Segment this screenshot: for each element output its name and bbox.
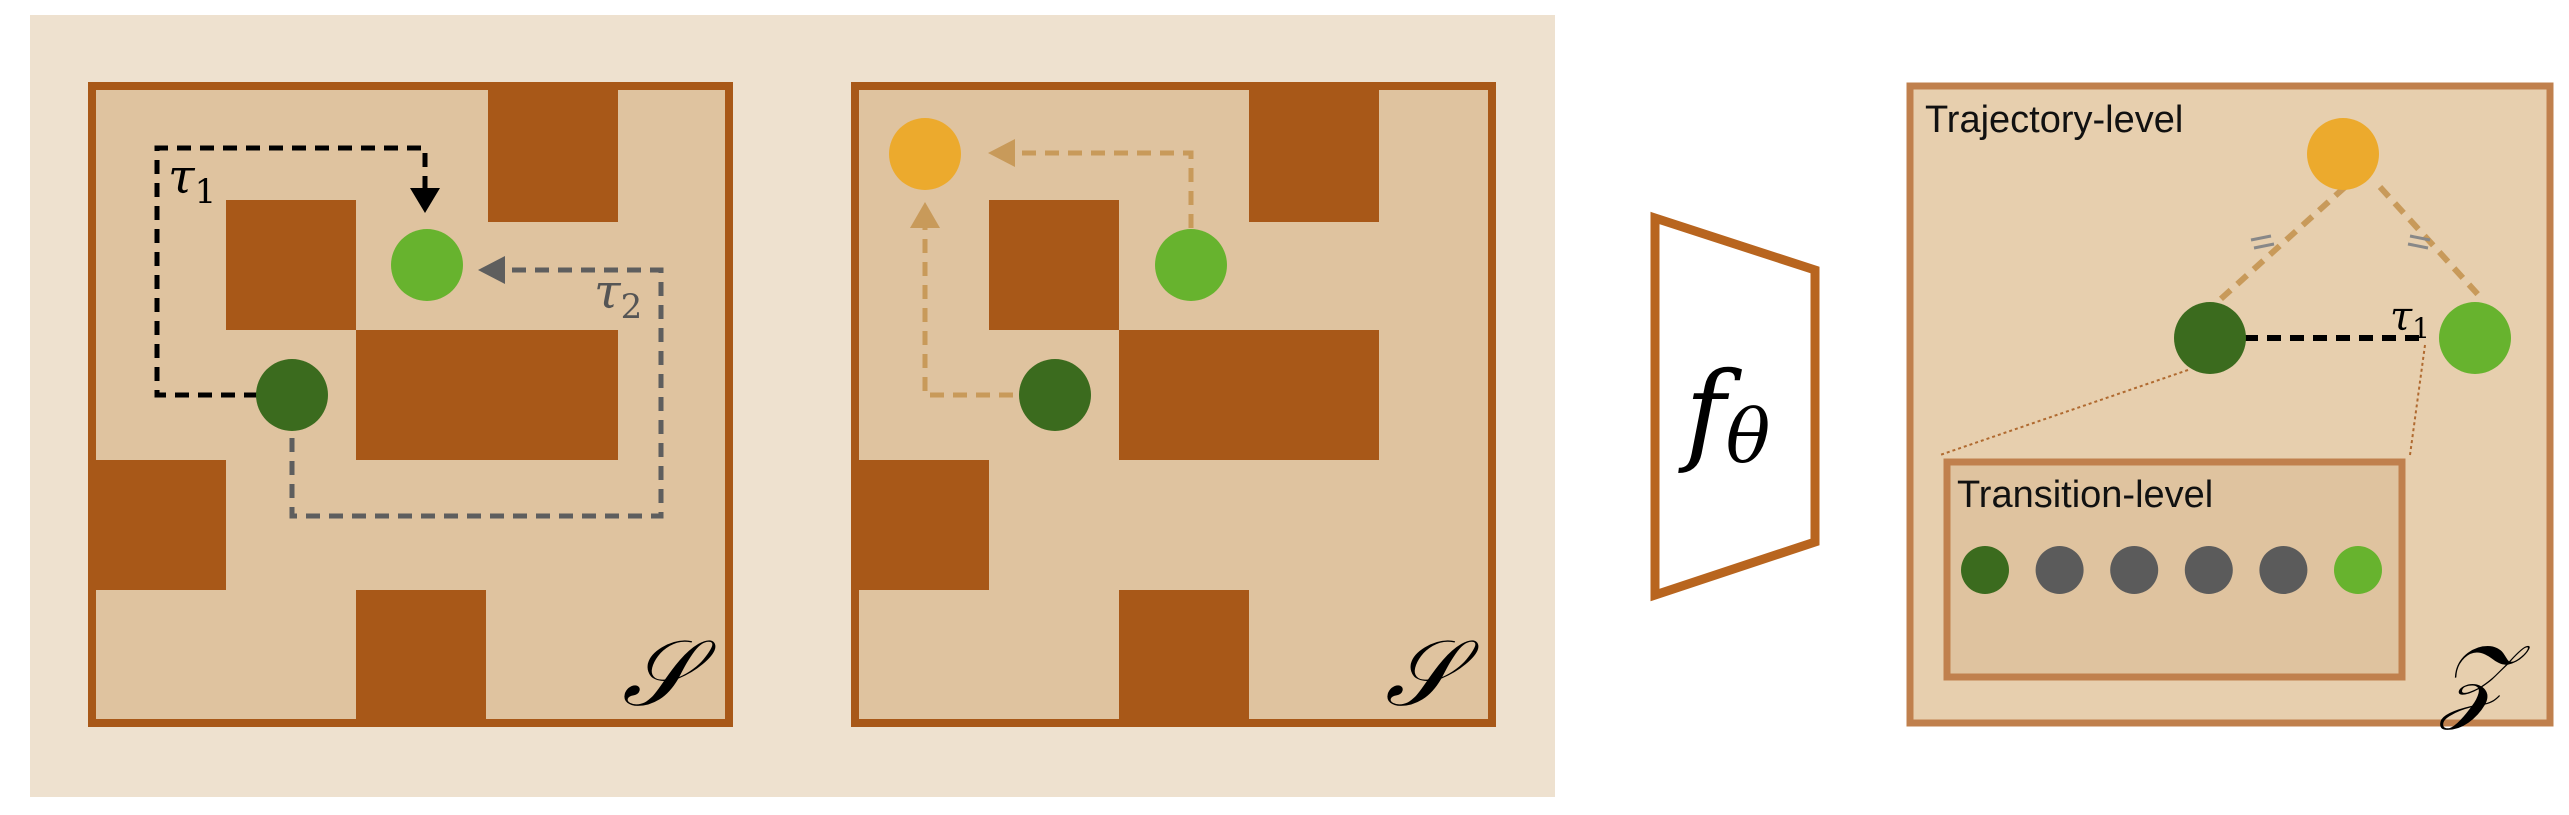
transition-level-box xyxy=(1943,458,2406,681)
trajectory-tau1-path xyxy=(154,145,428,398)
intermediate-transition-state xyxy=(2184,546,2233,594)
trajectory-level-title: Trajectory-level xyxy=(1925,99,2183,141)
start-state xyxy=(1019,359,1091,431)
intermediate-transition-state xyxy=(2259,546,2308,594)
transition-level-title: Transition-level xyxy=(1957,474,2213,516)
wall-block xyxy=(226,200,356,330)
intermediate-transition-state xyxy=(2110,546,2159,594)
wall-block xyxy=(1119,330,1379,460)
goal-transition-state xyxy=(2334,546,2382,594)
encoder-trapezoid xyxy=(1650,211,1820,602)
start-embedding xyxy=(2174,302,2246,374)
tau2-label: τ2 xyxy=(594,264,642,327)
zoom-line xyxy=(1939,369,2189,456)
arrowhead xyxy=(910,202,940,228)
wall-block xyxy=(488,90,618,222)
arrowhead xyxy=(410,188,440,213)
maze-left: τ1 τ2 𝒮 xyxy=(88,82,733,727)
sub-goal-embedding xyxy=(2307,118,2379,190)
arrowhead xyxy=(478,256,505,284)
transition-state-row xyxy=(1961,546,2382,594)
wall-block xyxy=(92,460,226,590)
wall-block xyxy=(1249,90,1379,222)
tau1-label: τ1 xyxy=(168,149,216,212)
wall-block xyxy=(989,200,1119,330)
sub-goal-edge xyxy=(2210,184,2348,309)
goal-state xyxy=(391,229,463,301)
intermediate-transition-state xyxy=(2035,546,2084,594)
zoom-line xyxy=(2409,344,2426,456)
latent-space-panel: Trajectory-level τ1 Transition-level 𝒵 xyxy=(1906,82,2554,732)
trajectory-tau2-path xyxy=(289,267,664,519)
arrowhead xyxy=(988,139,1015,167)
goal-embedding xyxy=(2439,302,2511,374)
goal-state xyxy=(1155,229,1227,301)
encoder: fθ xyxy=(1650,211,1820,602)
start-state xyxy=(256,359,328,431)
wall-block xyxy=(356,590,486,723)
wall-block xyxy=(855,460,989,590)
sub-goal-path xyxy=(1010,150,1194,228)
tau1-label: τ1 xyxy=(2390,294,2430,345)
wall-block xyxy=(356,330,618,460)
maze-right: 𝒮 xyxy=(851,82,1496,727)
sub-goal-path xyxy=(922,220,1013,398)
wall-block xyxy=(1119,590,1249,723)
equal-distance-tick xyxy=(2250,234,2431,250)
sub-goal-state xyxy=(889,118,961,190)
sub-goal-edge xyxy=(2377,184,2486,303)
start-transition-state xyxy=(1961,546,2009,594)
